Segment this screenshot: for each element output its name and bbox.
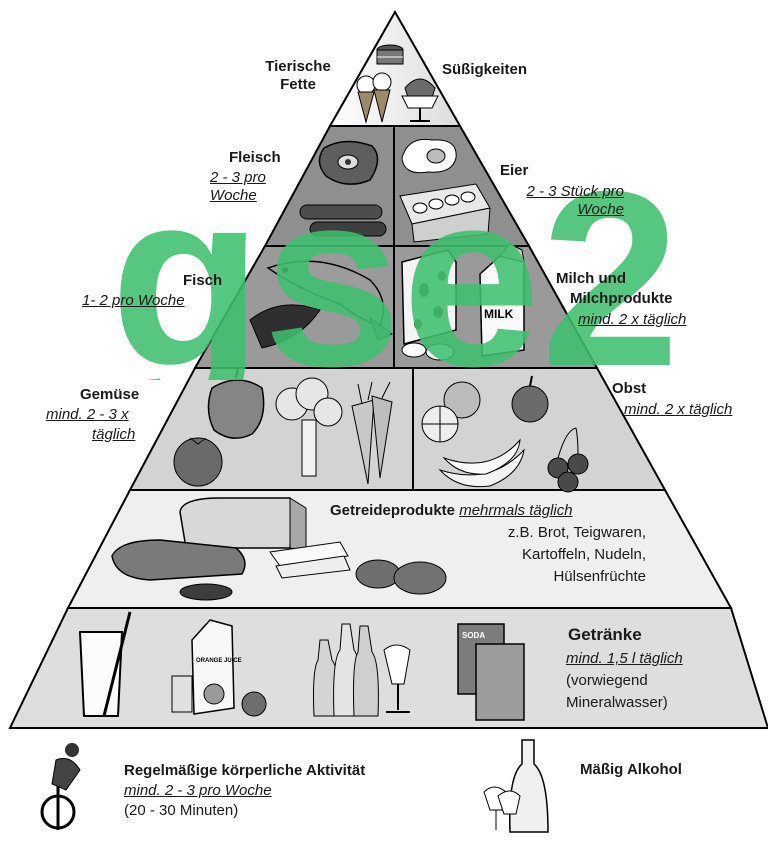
getreide-heading: Getreideprodukte mehrmals täglich <box>330 502 573 520</box>
suessigkeiten-title: Süßigkeiten <box>442 61 528 78</box>
milk-carton-illustration: MILK <box>479 243 525 357</box>
water-glass-illustration <box>78 611 132 717</box>
steak-illustration <box>318 140 379 185</box>
milk-carton-label: MILK <box>484 307 514 321</box>
bananas-illustration <box>438 438 525 488</box>
potatoes-illustration <box>355 559 447 595</box>
obst-title: Obst <box>612 380 647 397</box>
fleisch-title: Fleisch <box>229 149 281 166</box>
milch-title-line2: Milchprodukte <box>570 290 673 307</box>
gemuese-frequency-line1: mind. 2 - 3 x <box>46 406 129 423</box>
watermark: gse2 <box>110 160 680 380</box>
cyclist-illustration <box>40 743 81 830</box>
egg-carton-illustration <box>399 183 491 243</box>
bread-loaf-illustration <box>179 497 307 551</box>
tomato-illustration <box>173 437 223 487</box>
getreide-examples-line3: Hülsenfrüchte <box>553 568 646 585</box>
alcohol-label: Mäßig Alkohol <box>580 761 682 778</box>
bottles-illustration <box>313 623 411 717</box>
apple-illustration <box>511 375 549 423</box>
ice-cream-illustration <box>356 72 392 124</box>
soda-can-label: SODA <box>462 631 485 640</box>
tier-top-band <box>328 9 462 127</box>
cherries-illustration <box>547 427 589 493</box>
juice-carton-illustration: ORANGE JUICE <box>171 619 267 717</box>
gemuese-title: Gemüse <box>80 386 140 403</box>
sausages-illustration <box>299 204 387 237</box>
cake-illustration <box>376 44 404 65</box>
watermark-text: gse2 <box>110 160 680 380</box>
baguette-illustration <box>111 539 246 601</box>
wine-bottle-glasses-illustration <box>483 739 549 833</box>
activity-title: Regelmäßige körperliche Aktivität <box>124 762 366 779</box>
getreide-examples-line2: Kartoffeln, Nudeln, <box>522 546 646 563</box>
fisch-title: Fisch <box>183 272 223 289</box>
eier-frequency: 2 - 3 Stück pro Woche <box>526 183 624 218</box>
activity-duration: (20 - 30 Minuten) <box>124 802 239 819</box>
pepper-illustration <box>207 367 265 439</box>
getraenke-note-line1: (vorwiegend <box>566 672 648 689</box>
getreide-examples-line1: z.B. Brot, Teigwaren, <box>507 524 646 541</box>
tierische-fette-title: Tierische Fette <box>265 58 331 93</box>
juice-carton-label: ORANGE JUICE <box>196 658 242 664</box>
gemuese-frequency-line2: täglich <box>92 426 136 443</box>
fisch-frequency: 1- 2 pro Woche <box>82 292 185 309</box>
getraenke-note-line2: Mineralwasser) <box>566 694 668 711</box>
dessert-glass-illustration <box>401 78 439 122</box>
orange-illustration <box>421 381 481 443</box>
obst-frequency: mind. 2 x täglich <box>624 401 733 418</box>
getraenke-title: Getränke <box>568 625 642 644</box>
eier-title: Eier <box>500 162 529 179</box>
carrots-illustration <box>351 381 393 485</box>
bread-slices-illustration <box>269 541 351 579</box>
milch-title-line1: Milch und <box>556 270 626 287</box>
fish-illustration <box>249 260 394 349</box>
broccoli-illustration <box>275 377 343 477</box>
soda-cans-illustration: SODA <box>457 623 525 721</box>
getraenke-frequency: mind. 1,5 l täglich <box>566 650 683 667</box>
getreide-frequency: mehrmals täglich <box>459 502 573 519</box>
milch-frequency: mind. 2 x täglich <box>578 311 687 328</box>
cheese-illustration <box>401 249 457 361</box>
activity-frequency: mind. 2 - 3 pro Woche <box>124 782 272 799</box>
fleisch-frequency: 2 - 3 pro Woche <box>210 169 266 204</box>
fried-egg-illustration <box>401 138 457 174</box>
getreide-title: Getreideprodukte <box>330 502 456 519</box>
